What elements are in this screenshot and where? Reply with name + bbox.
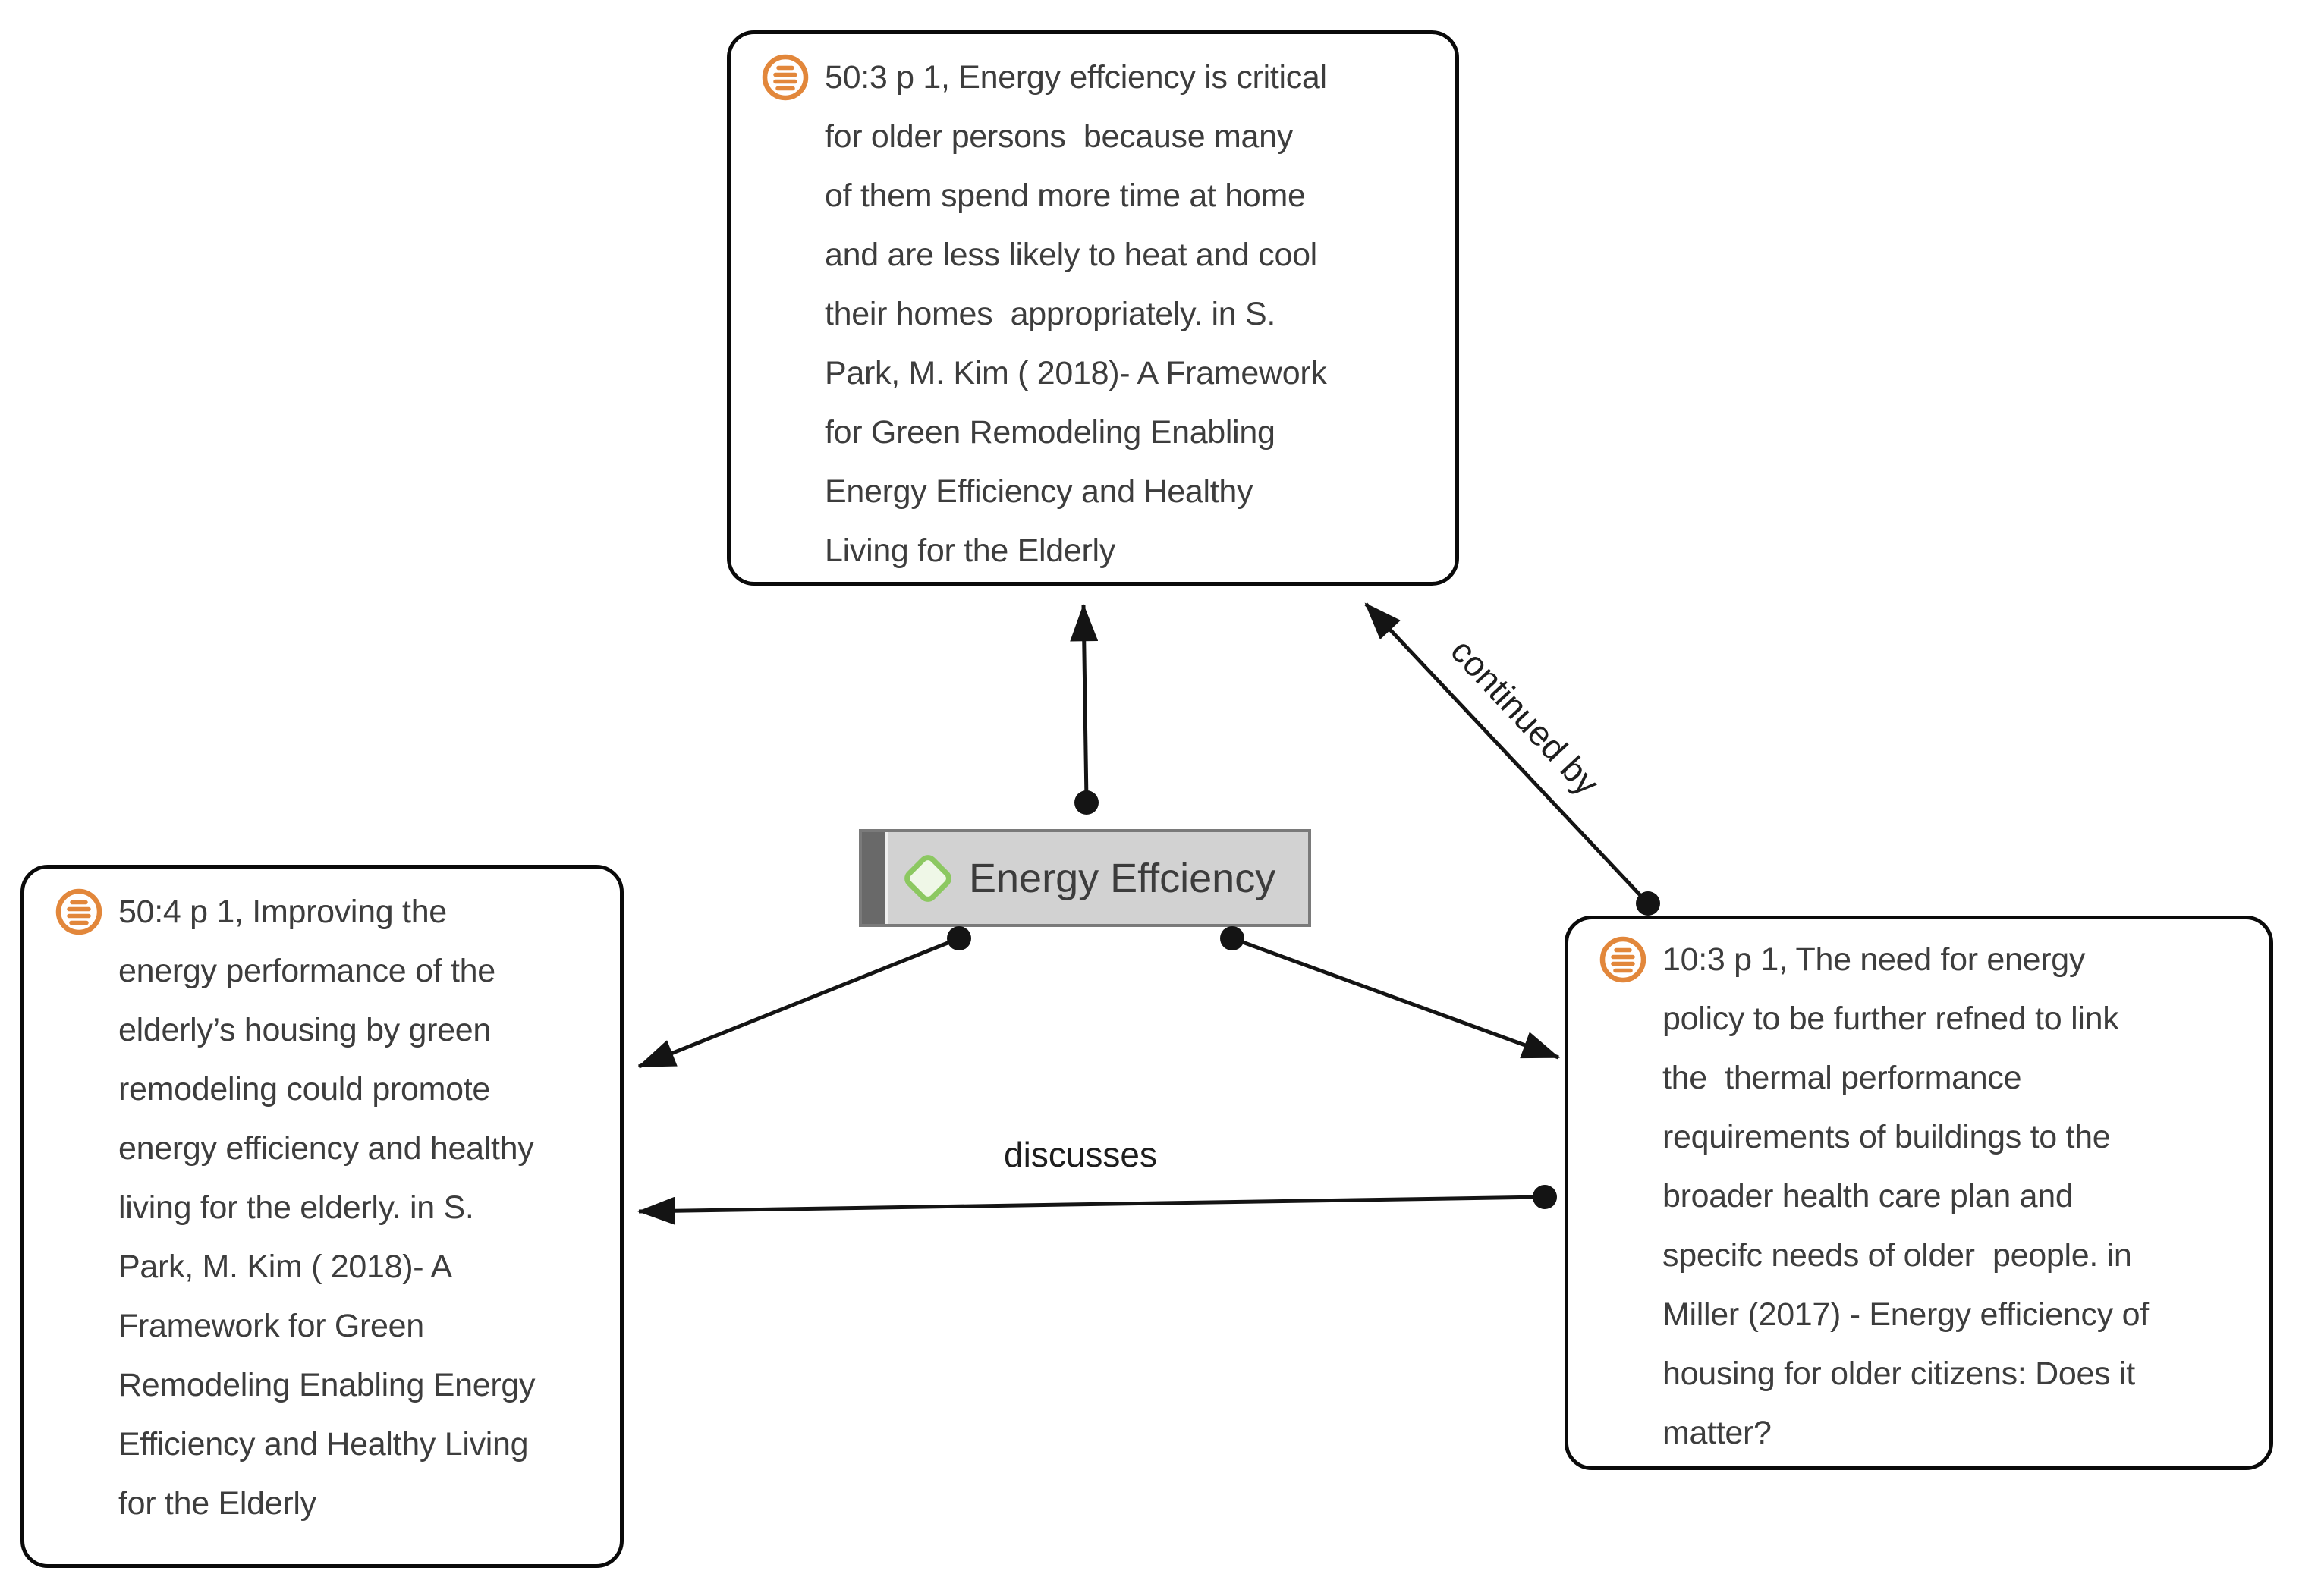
quotation-icon bbox=[55, 882, 118, 941]
edge-node-to-right-quotation[interactable] bbox=[1220, 926, 1560, 1060]
code-node-label: Energy Effciency bbox=[969, 855, 1276, 901]
quotation-text-lines: 50:4 p 1, Improving the energy performan… bbox=[118, 894, 536, 1522]
code-diamond-icon bbox=[904, 854, 951, 902]
edge-node-to-top-quotation[interactable] bbox=[1070, 603, 1099, 815]
quotation-icon bbox=[761, 48, 825, 107]
edge-continued-by[interactable] bbox=[1364, 602, 1660, 916]
edge-discusses[interactable] bbox=[637, 1185, 1557, 1225]
quotation-node-left[interactable]: 50:4 p 1, Improving the energy performan… bbox=[20, 865, 624, 1568]
quotation-text: 10:3 p 1, The need for energy policy to … bbox=[1568, 919, 2269, 1466]
quotation-icon bbox=[1599, 930, 1662, 989]
quotation-node-right[interactable]: 10:3 p 1, The need for energy policy to … bbox=[1565, 916, 2273, 1470]
quotation-node-top[interactable]: 50:3 p 1, Energy effciency is critical f… bbox=[727, 30, 1459, 586]
quotation-text: 50:4 p 1, Improving the energy performan… bbox=[24, 869, 620, 1564]
edge-node-to-left-quotation[interactable] bbox=[637, 926, 971, 1069]
code-node-energy-efficiency[interactable]: Energy Effciency bbox=[859, 829, 1311, 927]
quotation-text-lines: 50:3 p 1, Energy effciency is critical f… bbox=[825, 59, 1327, 569]
code-node-stripe bbox=[862, 832, 888, 924]
quotation-text: 50:3 p 1, Energy effciency is critical f… bbox=[731, 34, 1455, 582]
edge-label-discusses[interactable]: discusses bbox=[1004, 1135, 1157, 1174]
quotation-text-lines: 10:3 p 1, The need for energy policy to … bbox=[1662, 941, 2149, 1451]
edge-label-continued-by[interactable]: continued by bbox=[1443, 630, 1607, 803]
